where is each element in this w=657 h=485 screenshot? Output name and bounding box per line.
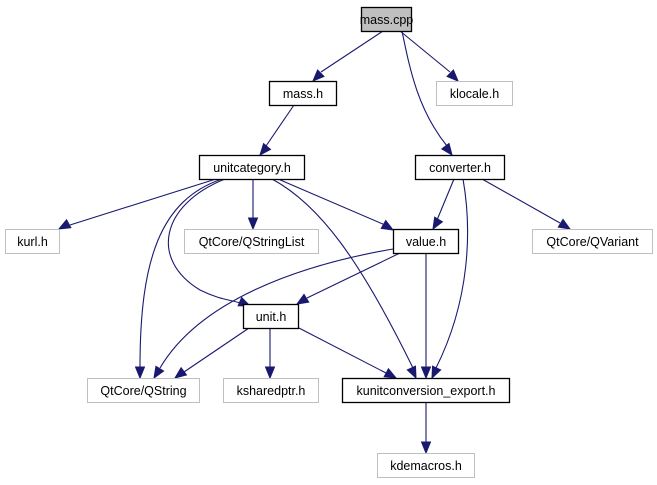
node-box: [360, 6, 413, 33]
edge-converter-h-to-kunitconversion-export-h: [431, 178, 469, 380]
node-klocale-h: klocale.h: [436, 81, 513, 106]
node-kunitconversion-export-h[interactable]: kunitconversion_export.h: [341, 377, 511, 404]
edge-line: [296, 326, 387, 374]
node-box: [341, 377, 511, 404]
edge-converter-h-to-qvariant: [481, 178, 572, 230]
node-kurl-h: kurl.h: [5, 229, 60, 254]
node-box: [377, 453, 475, 478]
node-kdemacros-h: kdemacros.h: [377, 453, 475, 478]
node-label: mass.cpp: [360, 13, 414, 27]
arrowhead-icon: [431, 365, 442, 380]
node-label: value.h: [406, 235, 446, 249]
node-label: QtCore/QStringList: [199, 235, 305, 249]
edge-line: [159, 248, 394, 369]
arrowhead-icon: [173, 366, 188, 379]
edge-value-h-to-unit-h: [295, 252, 401, 305]
edge-line: [167, 178, 241, 304]
edge-unitcategory-h-to-value-h: [277, 178, 395, 231]
edge-line: [320, 30, 384, 73]
arrowhead-icon: [295, 293, 310, 305]
edge-unitcategory-h-to-kurl-h: [57, 178, 217, 230]
arrowhead-icon: [446, 69, 459, 82]
arrowhead-icon: [312, 69, 325, 82]
arrowhead-icon: [153, 365, 165, 380]
arrowhead-icon: [259, 142, 272, 157]
node-mass-h[interactable]: mass.h: [268, 80, 338, 107]
node-label: kunitconversion_export.h: [357, 384, 496, 398]
node-box: [414, 154, 506, 181]
edge-unitcategory-h-to-qstringlist: [247, 179, 259, 231]
edge-value-h-to-qstring: [153, 248, 394, 380]
arrowhead-icon: [406, 365, 417, 380]
node-qstring: QtCore/QString: [87, 378, 200, 403]
edge-line: [265, 104, 295, 147]
edge-unit-h-to-ksharedptr-h: [264, 328, 276, 380]
arrowhead-icon: [134, 366, 146, 380]
node-box: [87, 378, 200, 403]
edge-mass-cpp-to-klocale-h: [399, 30, 459, 82]
edge-line: [481, 178, 561, 224]
node-box: [223, 378, 319, 403]
edge-line: [277, 178, 386, 226]
arrowhead-icon: [264, 366, 276, 380]
node-ksharedptr-h: ksharedptr.h: [223, 378, 319, 403]
arrowhead-icon: [383, 367, 398, 379]
arrowhead-icon: [420, 366, 432, 380]
edge-unit-h-to-qstring: [173, 327, 250, 379]
arrowhead-icon: [57, 218, 72, 230]
arrowhead-icon: [557, 218, 572, 230]
edge-line: [183, 327, 250, 373]
node-box: [436, 81, 513, 106]
arrowhead-icon: [420, 441, 432, 455]
node-value-h[interactable]: value.h: [392, 228, 460, 255]
edge-kunitconversion-export-h-to-kdemacros-h: [420, 402, 432, 455]
arrowhead-icon: [440, 142, 453, 157]
node-converter-h[interactable]: converter.h: [414, 154, 506, 181]
edge-mass-cpp-to-mass-h: [312, 30, 384, 82]
node-label: unitcategory.h: [213, 161, 291, 175]
node-box: [5, 229, 60, 254]
edge-unitcategory-h-to-kunitconversion-export-h: [271, 178, 417, 380]
edge-line: [139, 178, 223, 368]
node-label: kdemacros.h: [390, 459, 462, 473]
edge-mass-h-to-unitcategory-h: [259, 104, 295, 157]
edge-value-h-to-kunitconversion-export-h: [420, 253, 432, 380]
node-unitcategory-h[interactable]: unitcategory.h: [198, 154, 306, 181]
edge-line: [271, 178, 414, 369]
edge-unit-h-to-kunitconversion-export-h: [296, 326, 398, 379]
edge-line: [436, 178, 455, 221]
node-label: mass.h: [283, 87, 323, 101]
node-unit-h[interactable]: unit.h: [242, 303, 300, 330]
edge-converter-h-to-value-h: [432, 178, 455, 231]
edge-line: [401, 30, 448, 147]
arrowhead-icon: [247, 217, 259, 231]
edge-unitcategory-h-to-qstring: [134, 178, 223, 380]
nodes-layer: mass.cpp mass.h klocale.h unitcategory.h con…: [5, 6, 653, 478]
node-label: QtCore/QString: [100, 384, 186, 398]
edges-layer: [57, 30, 572, 455]
node-box: [268, 80, 338, 107]
node-label: klocale.h: [450, 87, 499, 101]
node-label: ksharedptr.h: [237, 384, 306, 398]
arrowhead-icon: [380, 219, 395, 231]
node-box: [198, 154, 306, 181]
node-label: converter.h: [429, 161, 491, 175]
edge-line: [399, 30, 451, 73]
node-box: [392, 228, 460, 255]
node-box: [184, 229, 319, 254]
node-label: QtCore/QVariant: [546, 235, 639, 249]
edge-line: [435, 178, 469, 369]
node-label: kurl.h: [17, 235, 48, 249]
node-box: [242, 303, 300, 330]
node-label: unit.h: [256, 310, 287, 324]
edge-mass-cpp-to-converter-h: [401, 30, 453, 157]
node-mass-cpp[interactable]: mass.cpp: [360, 6, 414, 33]
node-qvariant: QtCore/QVariant: [532, 229, 653, 254]
edge-line: [306, 252, 401, 299]
node-box: [532, 229, 653, 254]
edge-line: [69, 178, 217, 226]
node-qstringlist: QtCore/QStringList: [184, 229, 319, 254]
arrowhead-icon: [432, 216, 444, 231]
